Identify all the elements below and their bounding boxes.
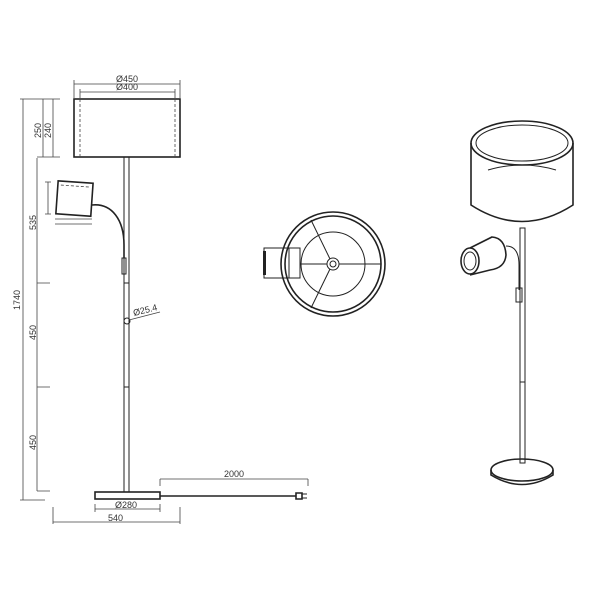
base-front (94, 491, 161, 500)
dimension-lines: Ø450 Ø400 1740 250 240 535 450 450 Ø280 … (12, 74, 309, 524)
shade-front (73, 98, 181, 158)
dim-shade-outer: Ø450 (116, 74, 138, 84)
dim-shade-inner: Ø400 (116, 82, 138, 92)
front-view: Ø25.4 (45, 98, 307, 500)
dim-total-width: 540 (108, 513, 123, 523)
dim-pole-section-1: 450 (28, 325, 38, 340)
plug-icon (295, 492, 307, 500)
dim-shade-height-inner: 240 (43, 123, 53, 138)
dim-total-height: 1740 (12, 290, 22, 310)
dim-spot-section: 535 (28, 215, 38, 230)
dim-base-diameter: Ø280 (115, 500, 137, 510)
dim-cable-length: 2000 (224, 469, 244, 479)
dim-shade-height-outer: 250 (33, 123, 43, 138)
dim-pole-section-2: 450 (28, 435, 38, 450)
arm-connector (121, 257, 127, 275)
spotlight-perspective (460, 236, 507, 276)
top-view (263, 211, 386, 317)
perspective-view (460, 120, 574, 486)
flexible-arm (91, 204, 125, 258)
spotlight-front (55, 179, 94, 218)
pole-front (123, 156, 130, 493)
pole-section-marker (123, 317, 131, 325)
